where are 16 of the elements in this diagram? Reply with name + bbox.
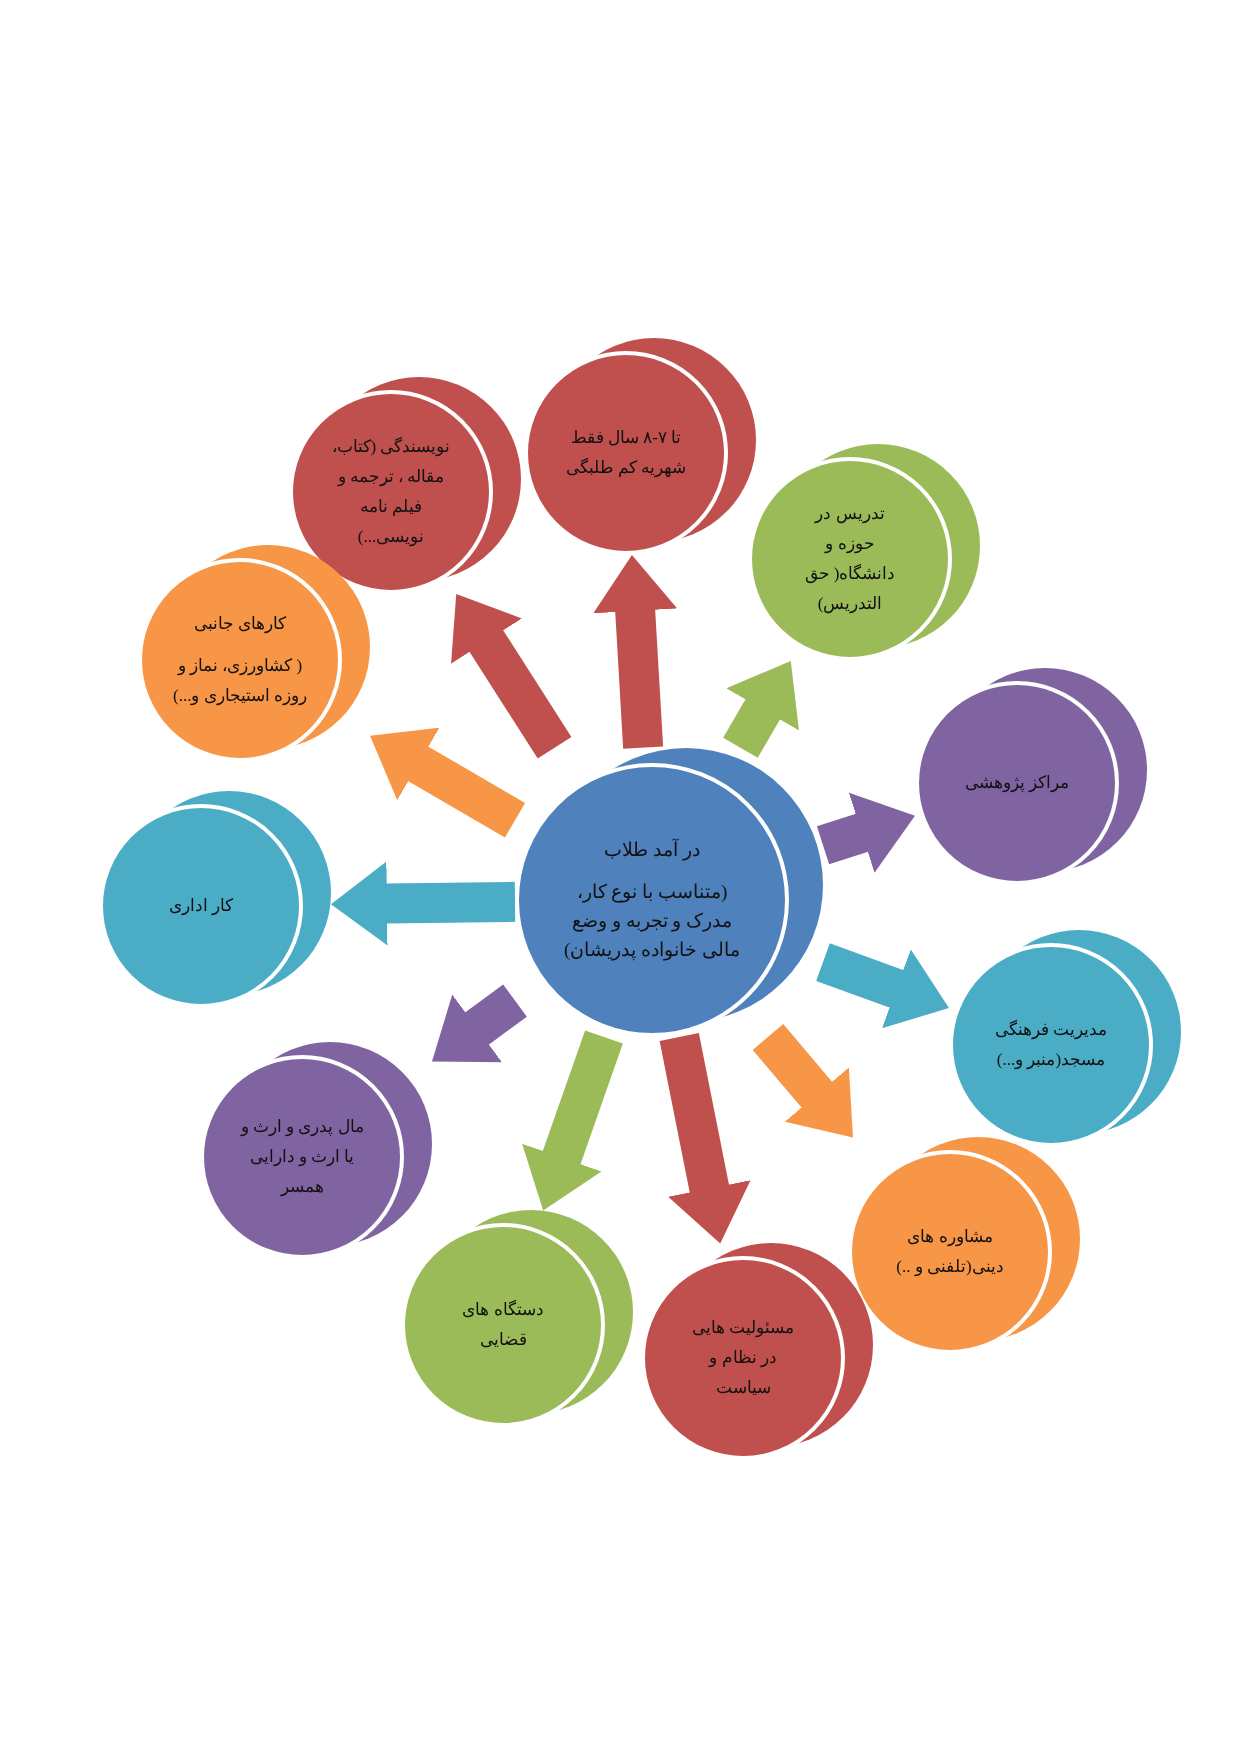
node-text: تا ۷-۸ سال فقط شهریه کم طلبگی — [564, 427, 688, 479]
node-text: مراکز پژوهشی — [964, 772, 1070, 795]
node-text: تدریس در حوزه و دانشگاه( حق التدریس) — [803, 503, 897, 616]
node-text: نویسندگی (کتاب، مقاله ، ترجمه و فیلم نامه نویسی...) — [330, 436, 452, 549]
node-text: مشاوره های دینی(تلفنی و ..) — [895, 1226, 1005, 1279]
node-heading: در آمد طلاب — [604, 837, 700, 863]
block-arrow — [330, 861, 516, 946]
node-text: مسئولیت هایی در نظام و سیاست — [690, 1317, 796, 1399]
node-text: دستگاه های قضایی — [461, 1299, 545, 1351]
node-text: (متناسب با نوع کار، مدرک و تجربه و وضع مالی خانواده پدریشان) — [563, 879, 741, 963]
block-arrow — [593, 553, 678, 749]
node-text: ( کشاورزی، نماز و روزه استیجاری و...) — [172, 655, 308, 708]
node-text: مدیریت فرهنگی مسجد(منبر و...) — [993, 1019, 1109, 1072]
node-text: کار اداری — [168, 895, 234, 918]
node-heading: کارهای جانبی — [193, 613, 287, 636]
node-text: مال پدری و ارث و یا ارث و دارایی همسر — [239, 1116, 365, 1198]
